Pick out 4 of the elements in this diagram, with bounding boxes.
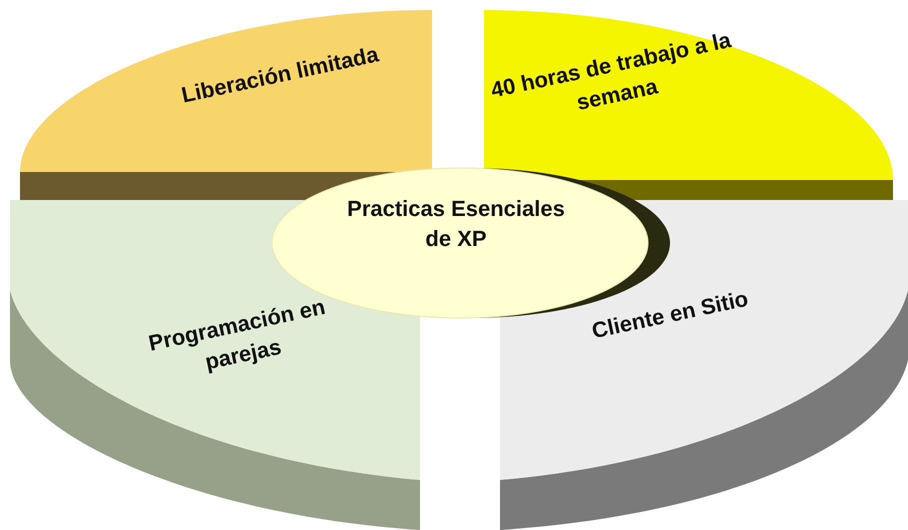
segment-label: Liberación limitada: [178, 40, 382, 110]
segment-label: 40 horas de trabajo a la semana: [488, 26, 734, 117]
center-title: Practicas Esenciales de XP: [346, 195, 566, 253]
segment-label: Cliente en Sitio: [588, 284, 752, 346]
